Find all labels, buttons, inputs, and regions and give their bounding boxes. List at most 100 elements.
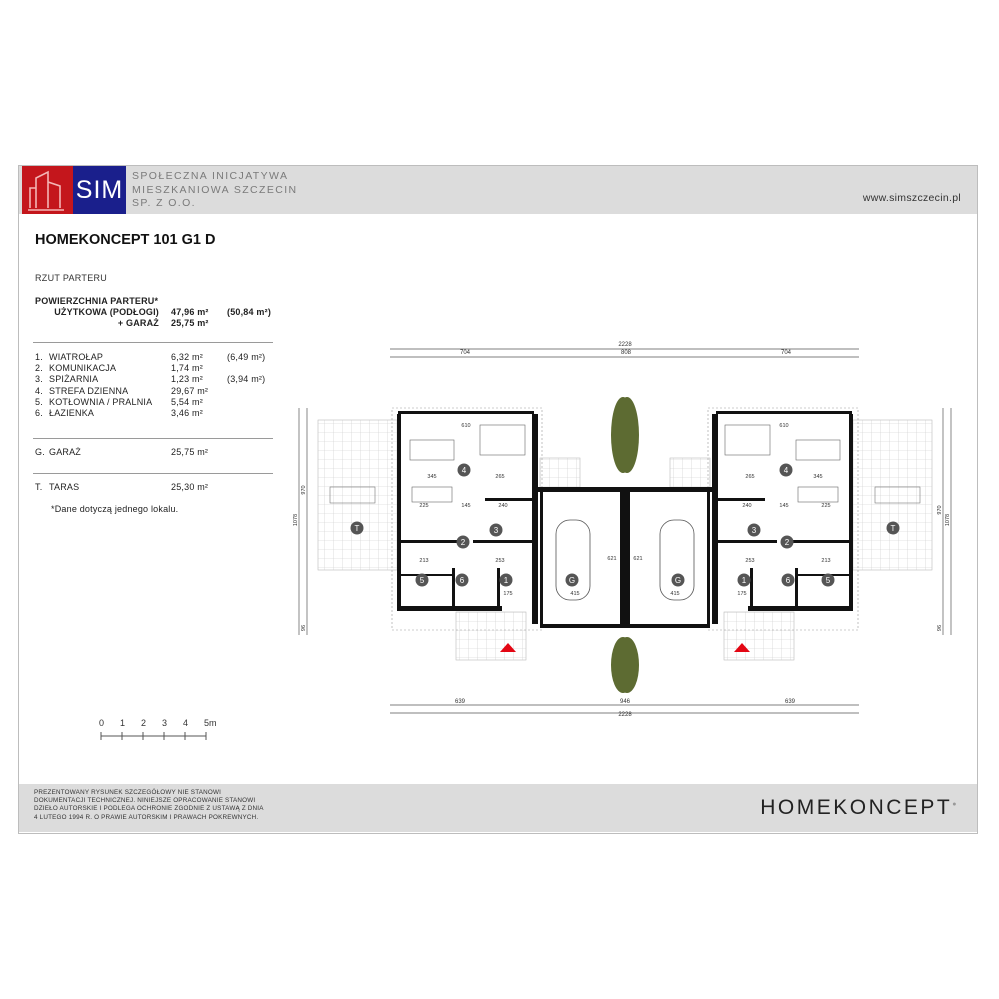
entrance-arrow-icon — [500, 643, 516, 652]
room-name: STREFA DZIENNA — [49, 385, 129, 396]
wall — [485, 498, 535, 501]
sofa — [724, 424, 771, 456]
room-marker — [780, 535, 794, 549]
unit-left — [317, 397, 639, 693]
dimension-label: 265 — [495, 474, 504, 480]
dimension-label: 639 — [455, 699, 466, 705]
row-area: 25,75 m² — [171, 447, 209, 457]
usable-label: UŻYTKOWA (PODŁOGI) — [54, 307, 159, 317]
kitchen-island — [797, 486, 839, 503]
row-number: T. — [35, 482, 43, 492]
org-line: SPOŁECZNA INICJATYWA — [132, 170, 289, 182]
room-marker-label: G — [675, 576, 681, 585]
tree-icon — [611, 637, 635, 693]
row-name: TARAS — [49, 482, 80, 492]
wall — [712, 414, 718, 624]
wall — [532, 414, 538, 624]
wall — [716, 411, 852, 414]
room-no: 5. — [35, 396, 43, 407]
dimension-label: 225 — [821, 503, 830, 509]
wall — [397, 414, 401, 610]
disclaimer-line: 4 LUTEGO 1994 R. O PRAWIE AUTORSKIM I PR… — [34, 813, 259, 821]
wall — [849, 414, 853, 610]
dining-table — [795, 439, 841, 461]
dimension-label: 1078 — [293, 514, 299, 526]
divider — [33, 438, 273, 439]
dimension-lines — [298, 348, 952, 714]
dimension-label: 175 — [737, 591, 746, 597]
room-name: KOMUNIKACJA — [49, 363, 117, 374]
dimension-label: 145 — [461, 503, 470, 509]
wall — [540, 492, 543, 628]
dimension-label: 145 — [779, 503, 788, 509]
room-marker — [499, 573, 513, 587]
dimension-label: 621 — [633, 556, 642, 562]
roof-outline — [707, 407, 859, 631]
org-line: MIESZKANIOWA SZCZECIN — [132, 183, 298, 196]
room-no: 2. — [35, 363, 43, 374]
room-marker-label: 4 — [784, 466, 789, 475]
org-line: SP. Z O.O. — [132, 197, 196, 209]
dimension-label: 970 — [937, 505, 943, 514]
room-marker-label: 4 — [462, 466, 467, 475]
room-alt: (3,94 m²) — [227, 374, 266, 385]
sofa — [479, 424, 526, 456]
dimension-label: 946 — [620, 699, 631, 705]
dimension-label: 610 — [779, 423, 788, 429]
room-area: 6,32 m² — [171, 352, 203, 362]
dimension-label: 970 — [301, 485, 307, 494]
wall — [540, 624, 625, 628]
dimension-label: 253 — [745, 558, 754, 564]
room-marker-label: 2 — [785, 538, 790, 547]
room-area: 29,67 m² — [171, 385, 209, 396]
row-number: G. — [35, 447, 45, 457]
dimension-label: 175 — [503, 591, 512, 597]
scale-label: 3 — [162, 718, 167, 728]
sim-logo-text: SIM — [73, 166, 126, 214]
entrance-arrow-icon — [734, 643, 750, 652]
wall — [398, 411, 534, 414]
wall — [715, 498, 765, 501]
dimension-label: 415 — [670, 591, 679, 597]
summary-heading: POWIERZCHNIA PARTERU* — [35, 296, 159, 306]
unit-right — [611, 397, 933, 693]
room-name: KOTŁOWNIA / PRALNIA — [49, 396, 153, 407]
wall — [625, 624, 710, 628]
garage-value: 25,75 m² — [171, 318, 209, 328]
dimension-label: 704 — [460, 350, 471, 356]
wall — [625, 487, 712, 492]
room-marker-label: 1 — [742, 576, 747, 585]
divider — [33, 473, 273, 474]
room-no: 6. — [35, 408, 43, 418]
dimension-label: 265 — [745, 474, 754, 480]
dimension-label: 610 — [461, 423, 470, 429]
room-no: 1. — [35, 352, 43, 362]
organization-name: SPOŁECZNA INICJATYWA MIESZKANIOWA SZCZEC… — [132, 170, 298, 211]
room-marker — [489, 523, 503, 537]
plan-sheet: SIM SPOŁECZNA INICJATYWA MIESZKANIOWA SZ… — [18, 165, 978, 834]
dimension-label: 621 — [607, 556, 616, 562]
room-marker — [821, 573, 835, 587]
website-link[interactable]: www.simszczecin.pl — [862, 192, 961, 204]
room-marker-label: 1 — [504, 576, 509, 585]
homekoncept-logo: HOMEKONCEPT● — [760, 796, 959, 819]
room-name: ŁAZIENKA — [49, 408, 95, 418]
terrace-table — [874, 486, 921, 504]
room-area: 5,54 m² — [171, 396, 203, 407]
room-name: WIATROŁAP — [49, 352, 104, 362]
car — [555, 519, 591, 601]
room-no: 4. — [35, 385, 43, 396]
disclaimer: PREZENTOWANY RYSUNEK SZCZEGÓŁOWY NIE STA… — [34, 789, 264, 822]
room-marker — [781, 573, 795, 587]
room-area: 1,74 m² — [171, 363, 203, 374]
room-no: 3. — [35, 374, 43, 385]
scale-label: 4 — [183, 718, 188, 728]
scale-label: 0 — [99, 718, 104, 728]
room-marker — [747, 523, 761, 537]
dimension-label: 213 — [821, 558, 830, 564]
wall — [793, 540, 853, 543]
wall — [625, 492, 628, 628]
wall — [717, 540, 777, 543]
terrace — [851, 419, 933, 571]
